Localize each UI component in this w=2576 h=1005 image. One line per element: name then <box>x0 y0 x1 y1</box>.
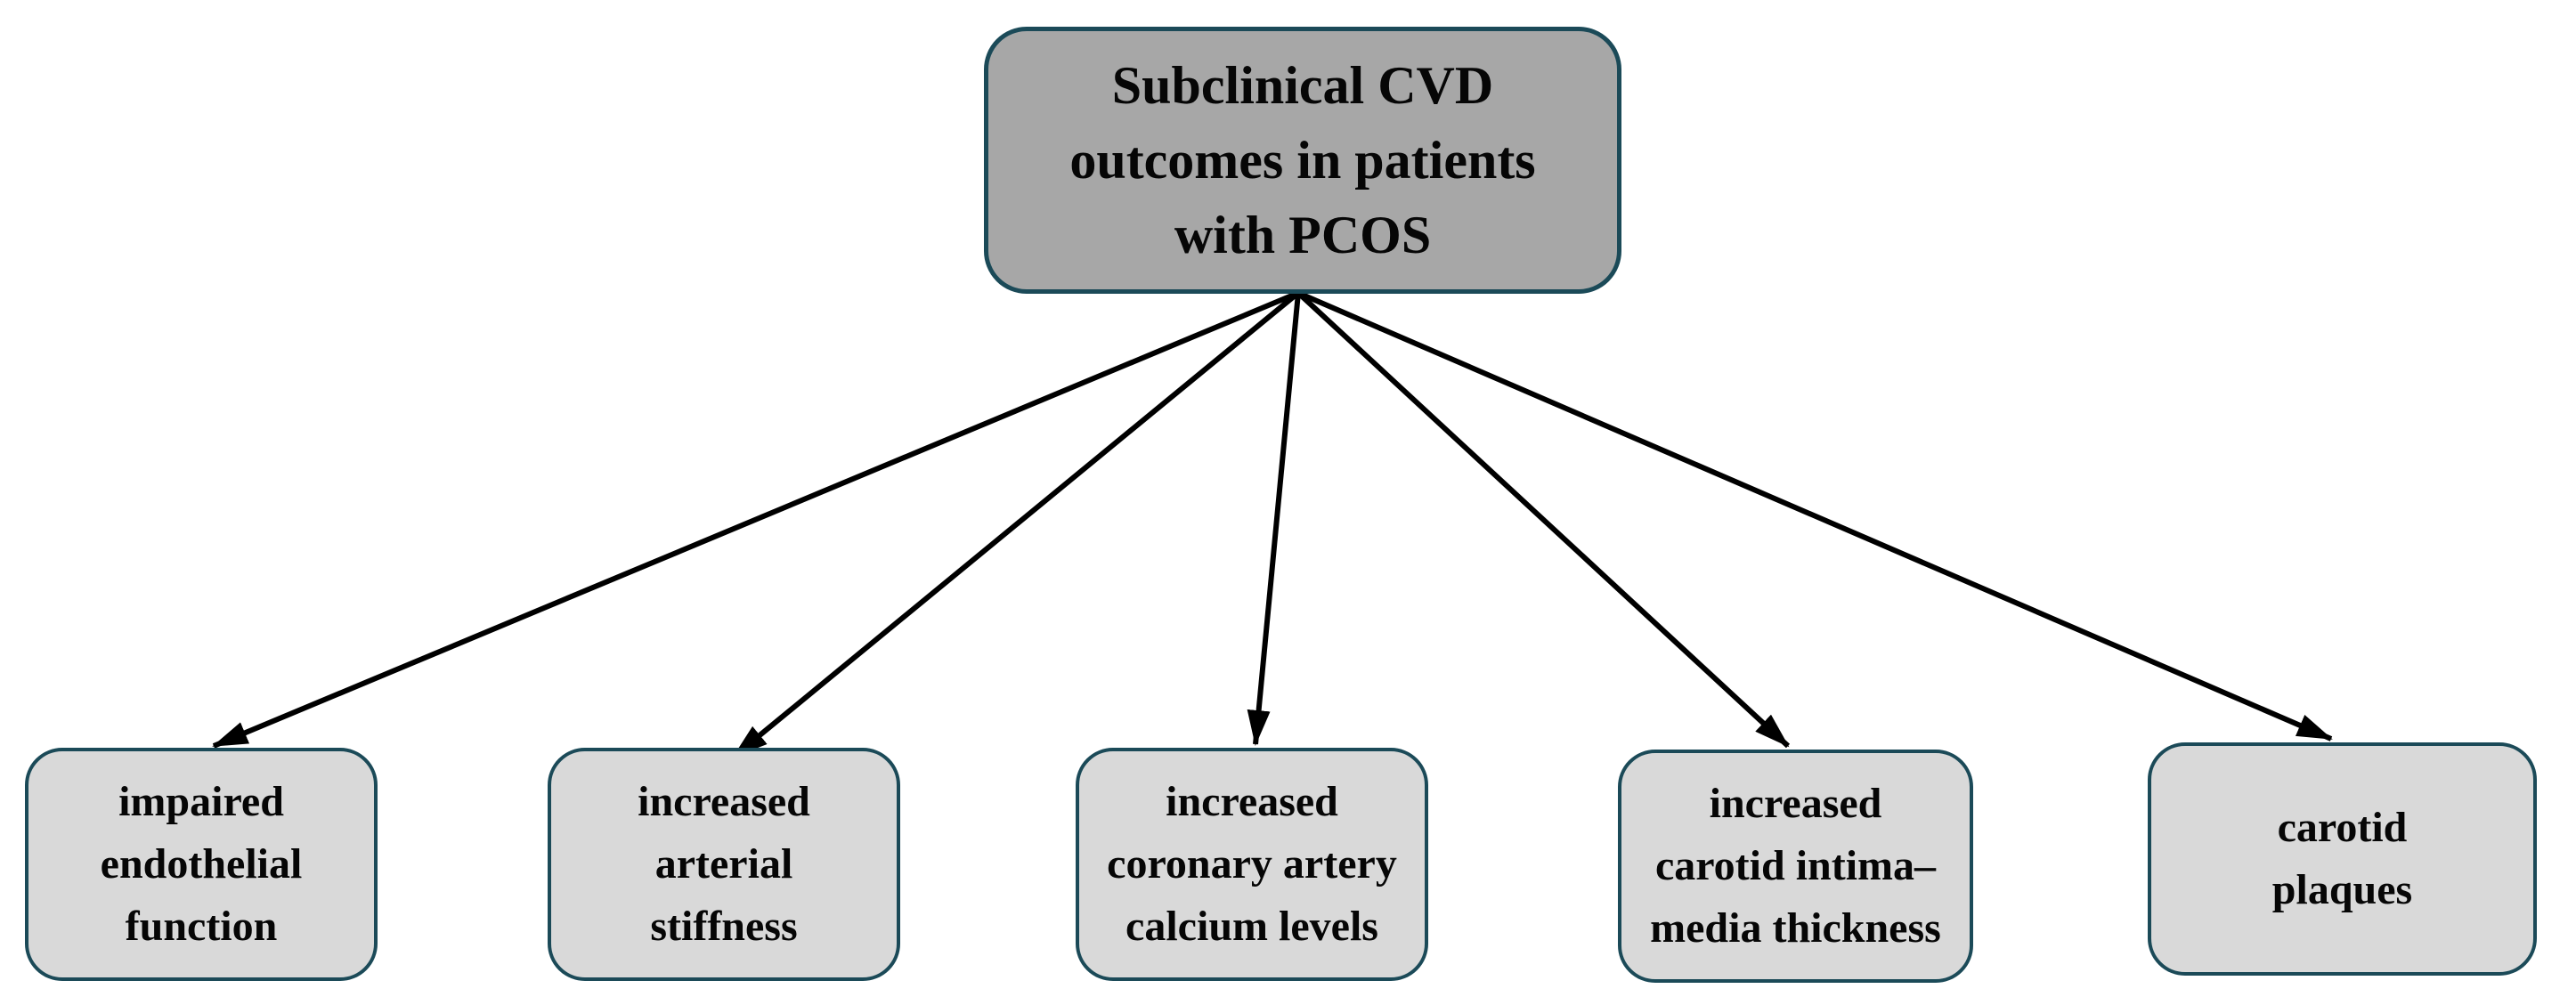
arrow-root-to-increased-carotid-intima-media-thickness <box>1296 290 1791 749</box>
node-root: Subclinical CVD outcomes in patients wit… <box>984 27 1621 294</box>
node-increased-carotid-intima-media-thickness-label: increased carotid intima– media thicknes… <box>1650 780 1941 952</box>
arrow-root-to-increased-coronary-artery-calcium-levels <box>1247 292 1301 746</box>
node-impaired-endothelial-function-label: impaired endothelial function <box>100 778 303 950</box>
node-increased-coronary-artery-calcium-levels-label: increased coronary artery calcium levels <box>1107 778 1397 950</box>
arrow-root-to-impaired-endothelial-function <box>212 290 1300 749</box>
node-increased-arterial-stiffness: increased arterial stiffness <box>548 748 900 981</box>
node-increased-arterial-stiffness-label: increased arterial stiffness <box>638 778 810 950</box>
node-impaired-endothelial-function: impaired endothelial function <box>25 748 378 981</box>
arrow-root-to-increased-arterial-stiffness <box>732 290 1300 759</box>
arrow-root-to-carotid-plaques <box>1296 290 2333 742</box>
node-root-label: Subclinical CVD outcomes in patients wit… <box>1069 56 1536 264</box>
node-carotid-plaques-label: carotid plaques <box>2271 804 2413 913</box>
node-increased-carotid-intima-media-thickness: increased carotid intima– media thicknes… <box>1618 750 1973 983</box>
node-carotid-plaques: carotid plaques <box>2148 742 2537 976</box>
node-increased-coronary-artery-calcium-levels: increased coronary artery calcium levels <box>1076 748 1428 981</box>
